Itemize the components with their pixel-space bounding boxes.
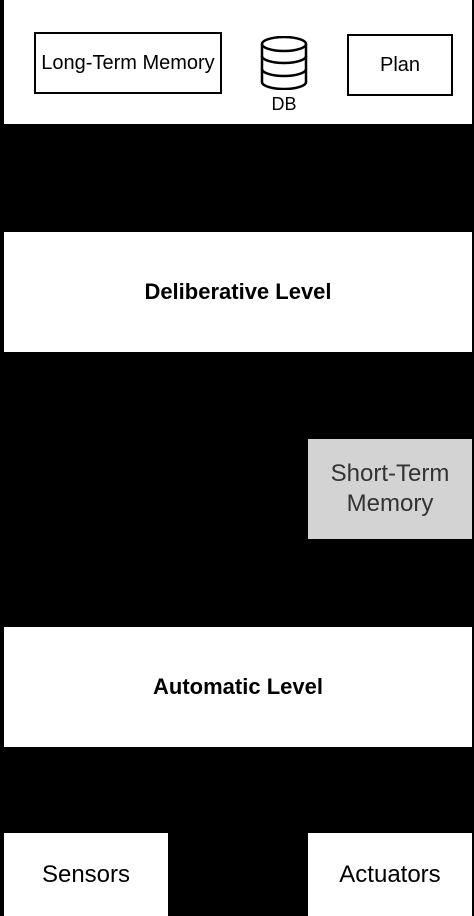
actuators-label: Actuators: [339, 860, 441, 888]
short-term-memory-label: Short-Term Memory: [330, 460, 450, 517]
long-term-memory-box: Long-Term Memory: [34, 32, 222, 94]
short-term-memory-box: Short-Term Memory: [308, 439, 472, 539]
actuators-box: Actuators: [308, 833, 472, 916]
deliberative-level-label: Deliberative Level: [144, 279, 332, 304]
long-term-memory-label: Long-Term Memory: [41, 51, 215, 74]
deliberative-level-box: Deliberative Level: [4, 232, 472, 352]
sensors-label: Sensors: [41, 860, 131, 888]
database-icon: [260, 36, 308, 90]
plan-box: Plan: [347, 34, 453, 96]
sensors-box: Sensors: [4, 833, 168, 916]
automatic-level-label: Automatic Level: [153, 674, 323, 699]
memory-panel: Long-Term Memory DB Plan: [4, 0, 472, 124]
automatic-level-box: Automatic Level: [4, 627, 472, 747]
db-label: DB: [271, 94, 297, 114]
plan-label: Plan: [379, 53, 421, 76]
